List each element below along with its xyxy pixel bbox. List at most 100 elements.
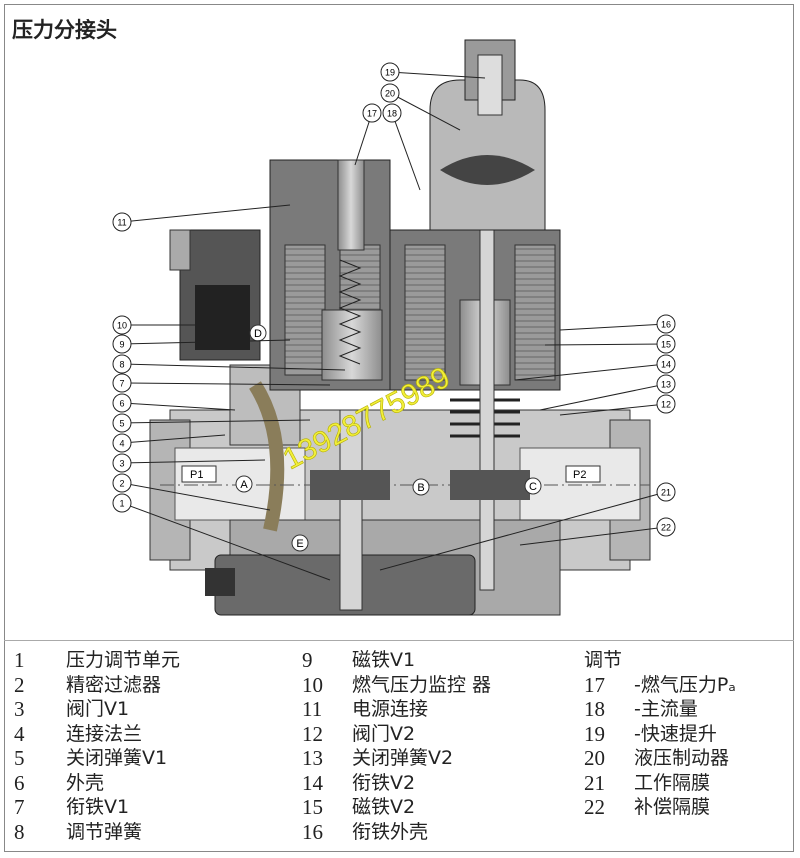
callout-number: 11 [117,218,126,228]
callout-2: 2 [112,473,271,511]
legend-number: 3 [14,697,25,721]
callout-number: 21 [661,488,671,498]
leader-line [121,363,346,371]
callout-20: 20 [380,83,461,131]
callout-number: 15 [661,340,671,350]
callout-circle [656,394,676,414]
legend-divider [4,640,794,641]
chamber-labels: A B C D E P1 P2 [181,324,601,552]
callout-circle [112,493,132,513]
legend-number: 4 [14,721,25,746]
callout-8: 8 [112,354,346,374]
callout-number: 9 [119,340,124,350]
callout-9: 9 [112,334,291,354]
callout-22: 22 [519,517,676,546]
legend-text: 衔铁外壳 [352,820,429,843]
legend-text: 调节弹簧 [66,820,143,843]
leader-line [121,482,271,511]
leader-line [389,71,486,79]
chamber-c-label: C [529,481,537,493]
leader-line [389,92,461,131]
callout-circle [112,393,132,413]
callout-circle [656,374,676,394]
legend-number: 5 [14,746,25,770]
leader-line [121,502,331,581]
callout-21: 21 [379,482,676,571]
inlet-pressure-label: P1 [190,469,203,481]
callout-circle [112,413,132,433]
legend-number: 8 [14,819,25,844]
legend-text: 燃气压力监控 器 [352,673,492,696]
callout-6: 6 [112,393,236,413]
callout-number: 19 [385,68,395,78]
leader-line [539,383,667,411]
leader-line [121,459,266,464]
page-title: 压力分接头 [12,18,117,42]
chamber-a-label: A [240,479,248,491]
callout-circle [656,517,676,537]
callout-7: 7 [112,373,331,393]
callout-number: 20 [385,89,395,99]
callout-5: 5 [112,413,311,433]
leader-line [514,363,667,381]
legend-number: 19 [584,721,605,746]
legend-text: 外壳 [66,771,105,794]
legend-text: 磁铁V1 [352,649,416,671]
callout-number: 10 [117,321,127,331]
legend-number: 13 [302,746,323,770]
callout-circle [112,212,132,232]
callout-circle [656,314,676,334]
callout-number: 22 [661,523,671,533]
callout-circle [656,354,676,374]
callout-circle [112,354,132,374]
callout-18: 18 [382,103,421,191]
chamber-d-label: D [254,328,262,340]
callout-number: 14 [661,360,671,370]
legend-text: 液压制动器 [634,747,730,769]
legend-text: 磁铁V2 [352,796,416,818]
callout-17: 17 [354,103,382,166]
callout-number: 2 [119,479,124,489]
callout-circle [380,83,400,103]
callout-circle [112,315,132,335]
callout-4: 4 [112,433,226,453]
legend-number: 16 [302,819,323,844]
leader-line [121,382,331,386]
leader-line [121,434,226,444]
legend-text: 阀门V1 [66,698,130,720]
image-frame [4,4,794,852]
callout-circle [362,103,382,123]
callout-circle [382,103,402,123]
legend-text: -燃气压力Pₐ [634,673,736,696]
legend-number: 10 [302,672,323,697]
callout-number: 13 [661,380,671,390]
leader-line [121,339,291,345]
legend-item: 16 衔铁外壳 [302,820,491,845]
leader-line [391,112,421,191]
callout-13: 13 [539,374,676,411]
legend-number: 9 [302,648,313,672]
callout-number: 3 [119,459,124,469]
legend-number: 17 [584,672,605,697]
legend-text: -快速提升 [634,722,717,745]
leader-line [121,419,311,424]
leader-line [519,526,667,546]
legend-number: 14 [302,770,323,795]
legend-number: 2 [14,672,25,697]
callout-circle [380,62,400,82]
legend-number: 6 [14,770,25,795]
legend-number: 21 [584,770,605,795]
legend-text: 衔铁V2 [352,771,416,794]
legend-item: 19 -快速提升 [584,722,736,747]
leader-line [121,402,236,411]
callout-12: 12 [559,394,676,416]
